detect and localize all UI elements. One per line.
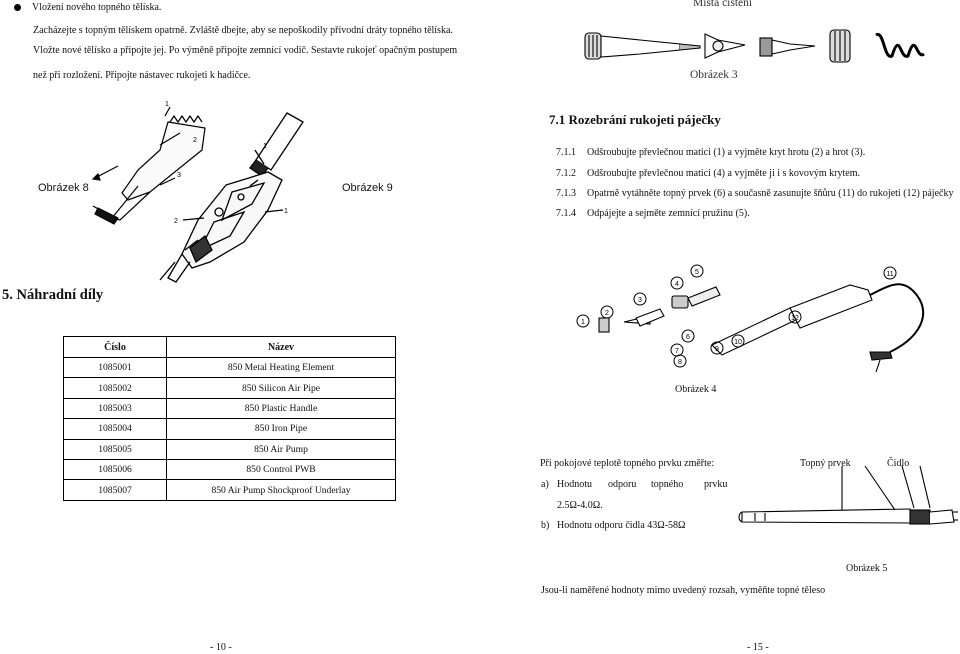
measure-a-word-3: topného (651, 479, 684, 490)
part-name: 850 Air Pump (166, 438, 396, 460)
measure-a-word-1: Hodnotu (557, 479, 592, 490)
svg-text:4: 4 (675, 281, 679, 288)
svg-text:6: 6 (686, 334, 690, 341)
svg-text:2: 2 (605, 310, 609, 317)
footer-note: Jsou-li naměřené hodnoty mimo uvedený ro… (541, 585, 826, 596)
part-number: 1085005 (63, 438, 167, 460)
svg-text:8: 8 (678, 359, 682, 366)
measure-a-word-2: odporu (608, 479, 637, 490)
section-title-disassembly: 7.1 Rozebrání rukojeti páječky (549, 112, 721, 127)
header-number: Číslo (63, 336, 167, 358)
part-number: 1085003 (63, 397, 167, 420)
measure-a-value: 2.5Ω-4.0Ω. (557, 500, 603, 511)
svg-text:10: 10 (734, 339, 742, 346)
measure-b-text: Hodnotu odporu čidla 43Ω-58Ω (557, 520, 686, 531)
svg-text:2: 2 (193, 137, 197, 144)
heater-label: Topný prvek (800, 458, 851, 469)
paragraph-line-1: Zacházejte s topným tělískem opatrně. Zv… (33, 25, 453, 36)
section-title-spare-parts: 5. Náhradní díly (2, 287, 104, 303)
svg-text:1: 1 (165, 101, 169, 108)
svg-text:11: 11 (886, 271, 893, 278)
figure-4-label: Obrázek 4 (675, 384, 717, 395)
svg-text:2: 2 (174, 218, 178, 225)
page-number-right: - 15 - (747, 642, 769, 653)
svg-text:3: 3 (638, 297, 642, 304)
svg-text:1: 1 (263, 143, 267, 150)
part-name: 850 Metal Heating Element (166, 356, 396, 379)
measure-b-prefix: b) (541, 520, 550, 531)
figure-3-label: Obrázek 3 (690, 69, 738, 81)
sensor-label: Čidlo (887, 458, 910, 469)
header-name: Název (166, 336, 396, 358)
page-number-left: - 10 - (210, 642, 232, 653)
part-name: 850 Control PWB (166, 458, 396, 481)
step-7-1-3-num: 7.1.3 (556, 188, 576, 199)
step-7-1-1-text: Odšroubujte převlečnou matici (1) a vyjm… (587, 147, 866, 158)
paragraph-line-2: Vložte nové tělísko a připojte jej. Po v… (33, 45, 458, 56)
part-number: 1085007 (63, 479, 167, 501)
figure-5-label: Obrázek 5 (846, 563, 888, 574)
svg-text:1: 1 (284, 208, 288, 215)
figure-8-label: Obrázek 8 (38, 182, 89, 194)
measure-intro: Při pokojové teplotě topného prvku změřt… (540, 458, 715, 469)
part-name: 850 Plastic Handle (166, 397, 396, 420)
paragraph-line-3: než při rozložení. Připojte nástavec ruk… (33, 70, 251, 81)
measure-a-word-4: prvku (704, 479, 728, 490)
step-7-1-3-text: Opatrně vytáhněte topný prvek (6) a souč… (587, 188, 954, 199)
bullet-heading: Vložení nového topného tělíska. (32, 2, 162, 13)
step-7-1-1-num: 7.1.1 (556, 147, 576, 158)
part-number: 1085004 (63, 418, 167, 440)
svg-text:12: 12 (791, 315, 799, 322)
svg-text:5: 5 (695, 269, 699, 276)
svg-text:7: 7 (675, 348, 679, 355)
step-7-1-4-text: Odpájejte a sejměte zemnící pružinu (5). (587, 208, 750, 219)
part-number: 1085001 (63, 356, 167, 379)
part-name: 850 Silicon Air Pipe (166, 377, 396, 399)
svg-text:1: 1 (581, 319, 585, 326)
measure-a-prefix: a) (541, 479, 549, 490)
table-header-row: Číslo Název (63, 336, 396, 358)
svg-text:3: 3 (177, 172, 181, 179)
cleaning-label: Místa čistění (693, 0, 753, 9)
step-7-1-2-num: 7.1.2 (556, 168, 576, 179)
step-7-1-2-text: Odšroubujte převlečnou matici (4) a vyjm… (587, 168, 860, 179)
step-7-1-4-num: 7.1.4 (556, 208, 576, 219)
part-number: 1085002 (63, 377, 167, 399)
svg-text:9: 9 (715, 346, 719, 353)
bullet-icon (14, 4, 21, 11)
figure-9-label: Obrázek 9 (342, 182, 393, 194)
part-name: 850 Air Pump Shockproof Underlay (166, 479, 396, 501)
part-number: 1085006 (63, 458, 167, 481)
part-name: 850 Iron Pipe (166, 418, 396, 440)
